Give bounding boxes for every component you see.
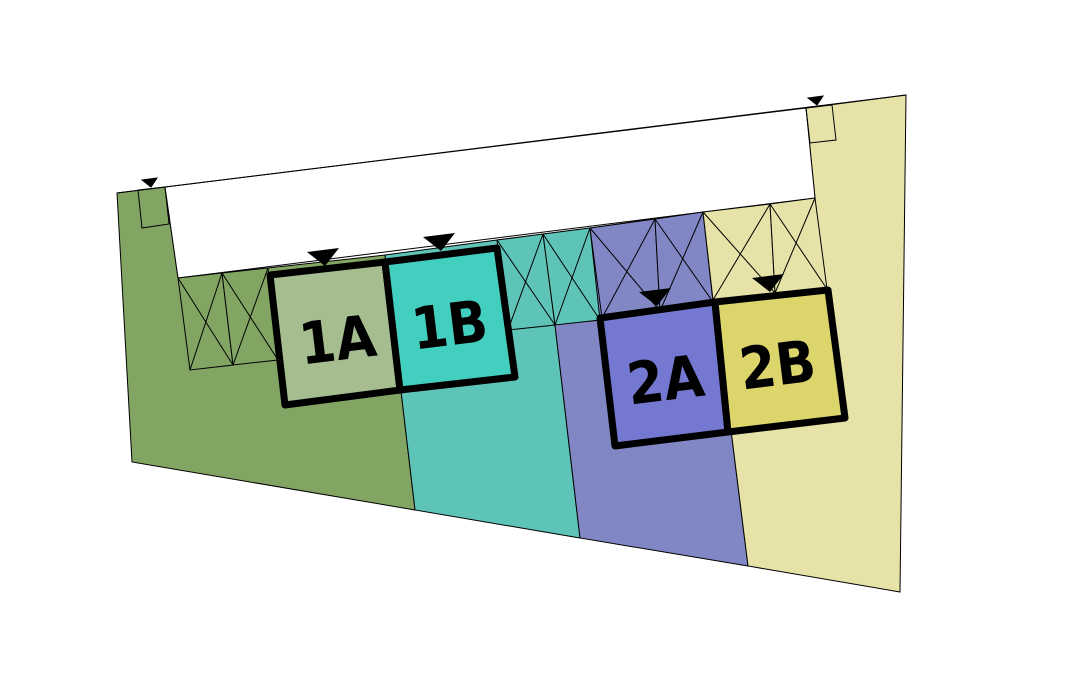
top-edge bbox=[116, 94, 907, 194]
entry-arrow-icon bbox=[639, 288, 671, 306]
zone-1b-box[interactable]: 1B bbox=[381, 233, 519, 394]
zone-2a-box[interactable]: 2A bbox=[596, 288, 732, 450]
door-marker-right-icon bbox=[806, 95, 825, 106]
door-box-left bbox=[137, 186, 170, 229]
zone-label: 2A bbox=[623, 342, 708, 419]
zone-1a-box[interactable]: 1A bbox=[266, 248, 404, 409]
storage-cell bbox=[654, 211, 714, 312]
storage-cell bbox=[542, 227, 601, 326]
entry-arrow-icon bbox=[423, 233, 455, 251]
zone-label: 1A bbox=[295, 302, 380, 379]
door-marker-left-icon bbox=[140, 177, 159, 188]
zone-2b-box[interactable]: 2B bbox=[711, 274, 849, 436]
entry-arrow-icon bbox=[752, 274, 784, 292]
zone-label: 1B bbox=[408, 287, 492, 364]
door-box-right bbox=[805, 104, 837, 144]
zone-label: 2B bbox=[736, 327, 820, 404]
storage-cell bbox=[589, 218, 661, 319]
storage-cell bbox=[221, 267, 279, 366]
entry-arrow-icon bbox=[307, 248, 339, 266]
